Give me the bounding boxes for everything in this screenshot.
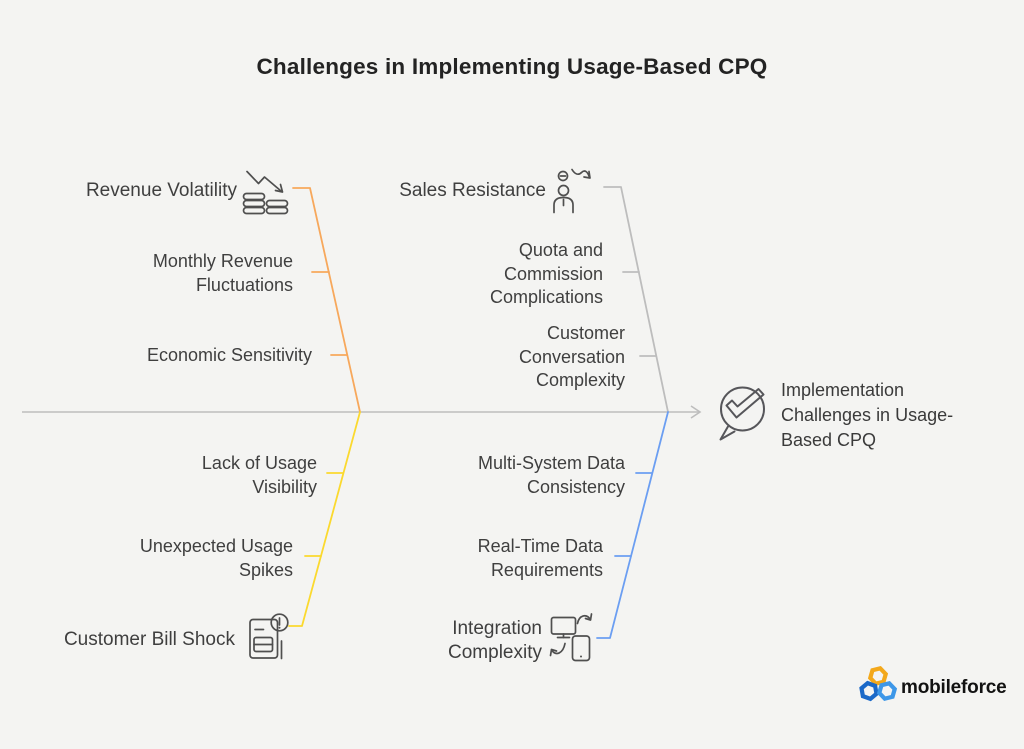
- mobileforce-logo-text: mobileforce: [901, 677, 1007, 698]
- revenue-decline-coins-icon: [242, 170, 289, 215]
- sub-cause-unexpected-usage-spikes: Unexpected Usage Spikes: [139, 536, 293, 580]
- branch-line-bottom-left: [288, 411, 361, 627]
- branch-line-top-left: [292, 187, 361, 413]
- page-title: Challenges in Implementing Usage-Based C…: [256, 54, 768, 79]
- effect-label: Implementation Challenges in Usage-Based…: [781, 380, 954, 450]
- sub-cause-monthly-revenue-fluctuations: Monthly Revenue Fluctuations: [152, 251, 293, 295]
- sub-cause-real-time-data-requirements: Real-Time Data Requirements: [477, 536, 603, 580]
- sub-cause-quota-commission-complications: Quota and Commission Complications: [489, 240, 603, 307]
- cause-label-customer-bill-shock: Customer Bill Shock: [63, 629, 235, 650]
- logo-hexagon-top: [867, 665, 889, 687]
- sub-cause-customer-conversation-complexity: Customer Conversation Complexity: [518, 323, 625, 390]
- bill-alert-icon: [249, 613, 289, 660]
- logo-hexagon-left: [859, 680, 879, 702]
- branch-line-bottom-right: [596, 411, 669, 639]
- spine-arrowhead-icon: [690, 405, 702, 419]
- sub-cause-lack-of-usage-visibility: Lack of Usage Visibility: [201, 453, 317, 497]
- check-speech-bubble-icon: [719, 386, 765, 441]
- cause-label-integration-complexity: Integration Complexity: [448, 618, 542, 663]
- sub-cause-multi-system-data-consistency: Multi-System Data Consistency: [477, 453, 625, 497]
- sub-cause-economic-sensitivity: Economic Sensitivity: [146, 345, 312, 365]
- device-sync-icon: [549, 613, 593, 662]
- logo-hexagon-right: [876, 680, 898, 702]
- branch-line-top-right: [603, 186, 669, 413]
- cause-label-sales-resistance: Sales Resistance: [399, 180, 546, 201]
- salesperson-decline-icon: [553, 168, 591, 214]
- cause-label-revenue-volatility: Revenue Volatility: [85, 180, 237, 201]
- mobileforce-logo-icon: [859, 665, 898, 702]
